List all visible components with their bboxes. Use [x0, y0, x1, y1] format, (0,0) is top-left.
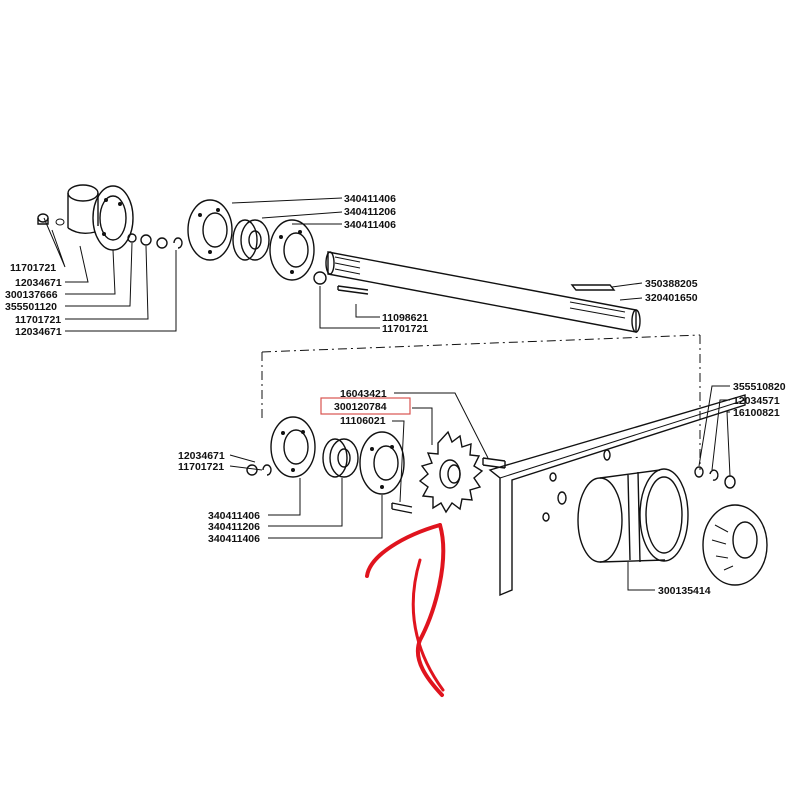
right-small-parts	[694, 466, 736, 489]
shaft-nut-bolt	[313, 271, 369, 295]
label-355510820: 355510820	[733, 381, 786, 393]
splined-shaft	[325, 251, 641, 333]
highlight-box	[320, 397, 411, 415]
bolt-16043421	[482, 457, 506, 469]
drum-300135414	[577, 468, 689, 563]
gear-wheel-right	[702, 504, 768, 586]
left-bearing-housing	[67, 184, 134, 251]
label-340411406-b: 340411406	[344, 219, 396, 231]
label-11701721-a: 11701721	[10, 262, 56, 274]
label-11098621: 11098621	[382, 312, 428, 324]
label-355501120: 355501120	[5, 301, 57, 313]
label-340411406-d: 340411406	[208, 533, 260, 545]
shaft-key	[570, 284, 616, 291]
label-12034571: 12034571	[733, 395, 780, 407]
label-16043421: 16043421	[340, 388, 387, 400]
flange-plate-top-left	[187, 199, 233, 261]
label-11106021: 11106021	[340, 415, 386, 427]
bearing-top	[232, 219, 270, 261]
flange-plate-lower-left	[270, 416, 316, 478]
bearing-lower	[322, 438, 359, 478]
flange-plate-top-right	[269, 219, 315, 281]
label-340411406-a: 340411406	[344, 193, 396, 205]
frame-plate	[488, 394, 746, 597]
leader-lines	[43, 197, 731, 591]
label-12034671-a: 12034671	[15, 277, 62, 289]
label-11701721-b: 11701721	[15, 314, 61, 326]
label-340411206-b: 340411206	[208, 521, 260, 533]
label-16100821: 16100821	[733, 407, 780, 419]
label-11701721-d: 11701721	[178, 461, 224, 473]
label-320401650: 320401650	[645, 292, 698, 304]
label-12034671-c: 12034671	[178, 450, 225, 462]
sprocket-300120784	[418, 430, 484, 514]
label-300120784: 300120784	[334, 401, 387, 413]
red-arrow	[365, 523, 446, 697]
label-300135414: 300135414	[658, 585, 711, 597]
label-350388205: 350388205	[645, 278, 698, 290]
label-340411406-c: 340411406	[208, 510, 260, 522]
label-11701721-c: 11701721	[382, 323, 428, 335]
lower-small-nuts	[246, 464, 413, 514]
left-small-nuts	[37, 213, 183, 249]
label-12034671-b: 12034671	[15, 326, 62, 338]
flange-plate-lower-right	[359, 431, 405, 495]
label-300137666: 300137666	[5, 289, 58, 301]
label-340411206-a: 340411206	[344, 206, 396, 218]
